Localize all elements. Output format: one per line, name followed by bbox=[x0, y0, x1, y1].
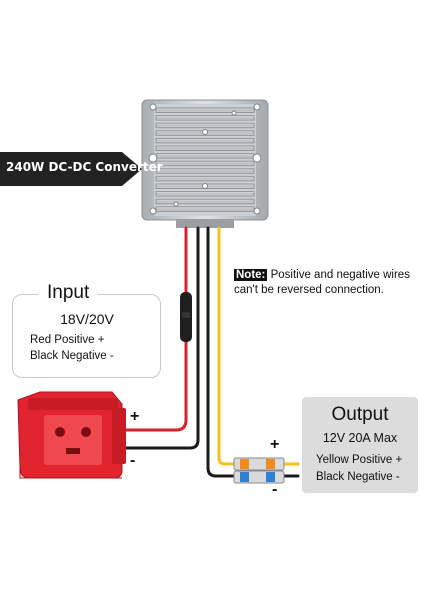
output-spec: 12V 20A Max bbox=[322, 431, 398, 445]
input-positive-legend: Red Positive + bbox=[21, 334, 104, 346]
converter-heatsink bbox=[141, 99, 269, 228]
note-text: Positive and negative wires can't be rev… bbox=[234, 269, 410, 296]
inline-fuse bbox=[180, 292, 192, 342]
output-panel bbox=[302, 397, 418, 493]
input-negative-legend: Black Negative - bbox=[21, 350, 114, 362]
output-title: Output bbox=[331, 404, 389, 425]
output-negative-label: Black Negative - bbox=[316, 471, 400, 483]
note-tag: Note: bbox=[234, 269, 268, 281]
input-positive-label: Red Positive + bbox=[30, 334, 105, 346]
note: Note: Positive and negative wires can't … bbox=[234, 268, 419, 298]
output-minus-sign: - bbox=[272, 481, 278, 498]
output-positive-legend: Yellow Positive + bbox=[307, 454, 402, 466]
input-panel bbox=[12, 294, 161, 378]
input-title: Input bbox=[38, 282, 99, 304]
output-positive-label: Yellow Positive + bbox=[316, 454, 403, 466]
battery-adapter bbox=[17, 391, 126, 479]
input-plus-sign: + bbox=[130, 408, 140, 425]
input-negative-label: Black Negative - bbox=[30, 350, 114, 362]
converter-label: 240W DC-DC Converter bbox=[6, 160, 163, 174]
output-plus-sign: + bbox=[270, 436, 280, 453]
output-negative-legend: Black Negative - bbox=[307, 471, 400, 483]
wire-connectors bbox=[233, 457, 285, 484]
input-minus-sign: - bbox=[130, 452, 136, 469]
input-voltage: 18V/20V bbox=[60, 311, 114, 327]
